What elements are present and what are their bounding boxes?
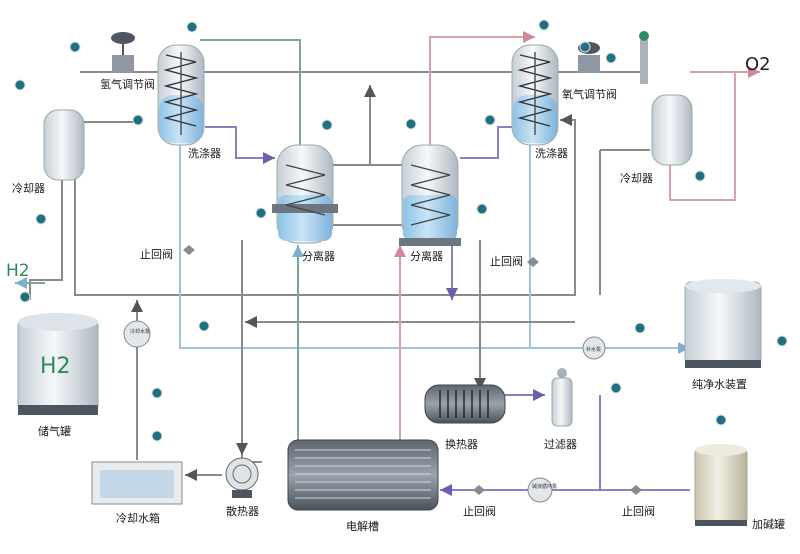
h2-valve-label: 氢气调节阀 xyxy=(100,77,155,91)
o2-valve-label: 氧气调节阀 xyxy=(562,87,617,101)
filter xyxy=(551,368,573,427)
check-valve-bottom-right[interactable] xyxy=(630,485,642,495)
check-valve-bottom-mid-label: 止回阀 xyxy=(463,504,496,518)
cooler-left-label: 冷却器 xyxy=(12,182,45,195)
check-valve-right[interactable] xyxy=(527,257,539,267)
alkali-pump-label: 碱液循环泵 xyxy=(532,483,557,490)
electrolyzer-label: 电解槽 xyxy=(346,519,379,533)
separator-left-label: 分离器 xyxy=(302,249,335,263)
cooling-tank xyxy=(91,461,183,505)
h2-control-valve[interactable] xyxy=(111,32,135,73)
scrubber-right-label: 洗涤器 xyxy=(535,146,568,160)
separator-right-label: 分离器 xyxy=(410,249,443,263)
alkali-tank-label: 加碱罐 xyxy=(752,518,785,531)
check-valve-right-label: 止回阀 xyxy=(490,254,523,268)
radiator-label: 散热器 xyxy=(226,504,259,518)
transmitters xyxy=(14,19,788,442)
scrubber-left-label: 洗涤器 xyxy=(188,146,221,160)
radiator xyxy=(225,457,259,498)
filter-label: 过滤器 xyxy=(544,438,577,451)
check-valve-bottom-mid[interactable] xyxy=(473,485,485,495)
separator-right xyxy=(399,144,461,246)
alkali-tank xyxy=(694,444,748,526)
h2-outlet-label: H2 xyxy=(6,261,30,281)
cooler-right xyxy=(651,94,693,166)
alkali-pump[interactable] xyxy=(527,477,553,503)
tank-h2-text: H2 xyxy=(40,354,71,379)
pure-water-label: 纯净水装置 xyxy=(692,377,747,391)
separator-left xyxy=(272,144,338,244)
cooling-tank-label: 冷却水箱 xyxy=(116,511,160,525)
gas-tank-label: 储气罐 xyxy=(38,424,71,438)
o2-outlet-label: O2 xyxy=(745,54,771,75)
makeup-pump-label: 补水泵 xyxy=(586,346,601,353)
check-valve-left[interactable] xyxy=(183,245,195,255)
pipes xyxy=(15,31,760,496)
makeup-pump[interactable] xyxy=(582,336,606,360)
cooler-right-label: 冷却器 xyxy=(620,172,653,185)
check-valve-bottom-right-label: 止回阀 xyxy=(622,504,655,518)
scrubber-left xyxy=(157,44,205,146)
cooler-left xyxy=(43,109,85,181)
pure-water-unit xyxy=(684,279,762,368)
cooling-pump-label: 冷却水泵 xyxy=(130,328,150,335)
gas-tank xyxy=(17,313,99,415)
heat-exchanger xyxy=(424,384,506,424)
electrolyzer xyxy=(287,439,439,511)
flowmeter xyxy=(639,31,649,84)
scrubber-right xyxy=(511,44,559,146)
cooling-pump[interactable] xyxy=(123,320,151,348)
heat-exchanger-label: 换热器 xyxy=(445,437,478,451)
check-valve-left-label: 止回阀 xyxy=(140,247,173,261)
